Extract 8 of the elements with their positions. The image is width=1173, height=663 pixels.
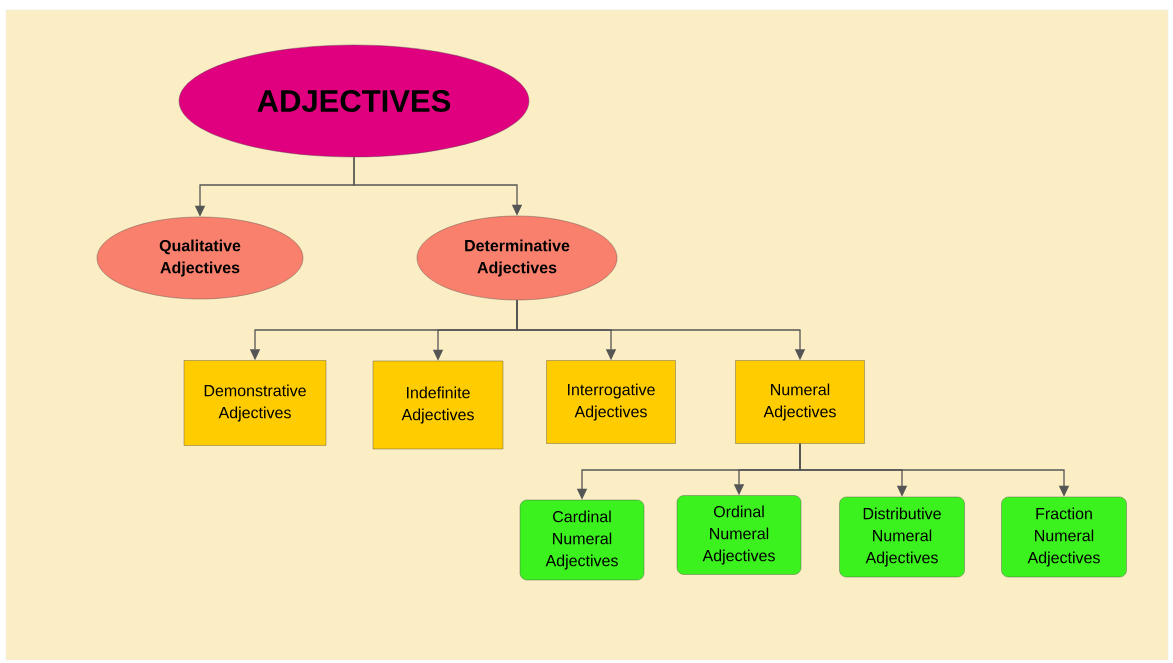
category-box: Interrogative Adjectives [546,360,676,444]
subcategory-box: Distributive Numeral Adjectives [839,496,965,578]
subcategory-box: Cardinal Numeral Adjectives [519,499,645,581]
category-box: Demonstrative Adjectives [183,360,327,446]
subcategory-box: Fraction Numeral Adjectives [1001,496,1127,578]
subcategory-box: Ordinal Numeral Adjectives [676,495,802,575]
category-box: Indefinite Adjectives [372,360,504,450]
category-box: Numeral Adjectives [735,360,865,444]
